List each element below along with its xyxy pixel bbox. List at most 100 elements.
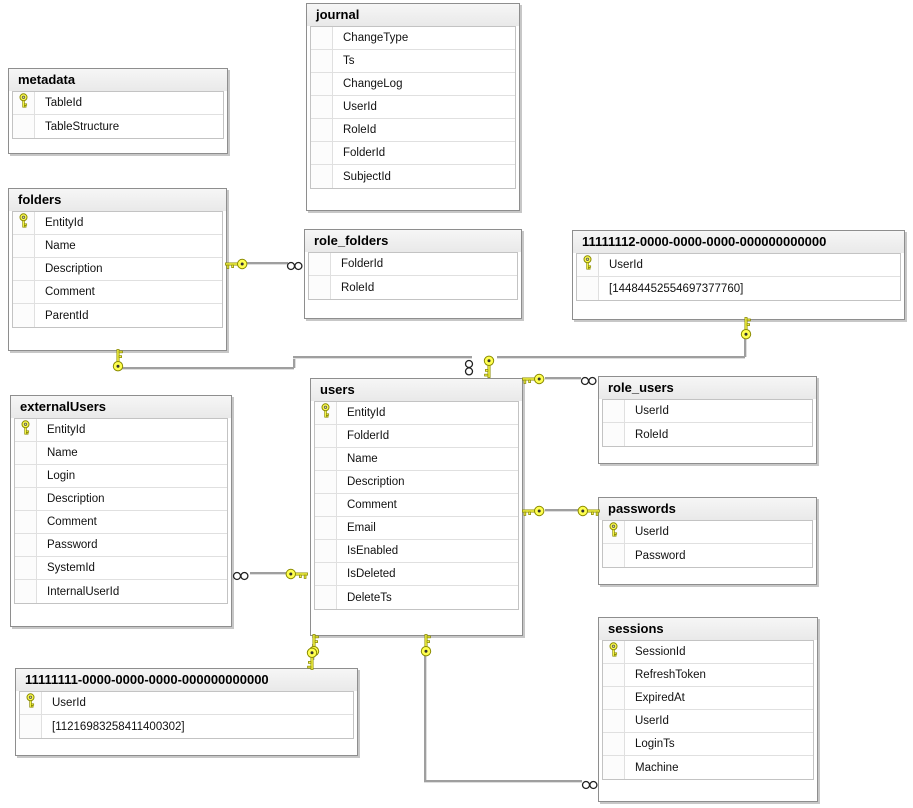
relationship-line-folders-to-users[interactable] (293, 357, 295, 368)
relationship-line-folders-to-users[interactable] (293, 356, 472, 358)
row-key-cell (311, 27, 333, 49)
table-body: UserId[14484452554697377760] (573, 253, 904, 319)
column-name: RoleId (635, 428, 669, 441)
table-row-FolderId[interactable]: FolderId (315, 425, 518, 448)
relationship-line-users-to-passwords[interactable] (545, 509, 579, 511)
column-name: UserId (343, 101, 377, 113)
relationship-line-externalUsers-to-users[interactable] (250, 572, 288, 574)
table-row-Password[interactable]: Password (603, 544, 812, 567)
table-row-ExpiredAt[interactable]: ExpiredAt (603, 687, 813, 710)
table-row-EntityId[interactable]: EntityId (13, 212, 222, 235)
table-header[interactable]: folders (9, 189, 226, 211)
table-row-Comment[interactable]: Comment (315, 494, 518, 517)
primary-key-icon (20, 420, 31, 440)
key-connector-icon (419, 633, 432, 657)
table-row-Comment[interactable]: Comment (13, 281, 222, 304)
table-row-Name[interactable]: Name (315, 448, 518, 471)
table-row-TableStructure[interactable]: TableStructure (13, 115, 223, 138)
table-row-EntityId[interactable]: EntityId (315, 402, 518, 425)
relationship-line-users-to-sessions[interactable] (424, 780, 582, 782)
table-row-FolderId[interactable]: FolderId (309, 253, 517, 276)
table-row-Ts[interactable]: Ts (311, 50, 515, 73)
table-header[interactable]: passwords (599, 498, 816, 520)
column-name: TableStructure (45, 120, 120, 133)
relationship-line-users-to-sessions[interactable] (424, 652, 426, 782)
table-row-FolderId[interactable]: FolderId (311, 142, 515, 165)
table-header[interactable]: 11111112-0000-0000-0000-000000000000 (573, 231, 904, 253)
table-row-Password[interactable]: Password (15, 534, 227, 557)
table-row-ChangeLog[interactable]: ChangeLog (311, 73, 515, 96)
table-header[interactable]: role_folders (305, 230, 521, 252)
table-row-[14484452554697377760][interactable]: [14484452554697377760] (577, 277, 900, 300)
table-header[interactable]: users (311, 379, 522, 401)
table-row-SubjectId[interactable]: SubjectId (311, 165, 515, 188)
table-row-Description[interactable]: Description (15, 488, 227, 511)
table-row-RefreshToken[interactable]: RefreshToken (603, 664, 813, 687)
table-row-Email[interactable]: Email (315, 517, 518, 540)
relationship-line-guid2-to-users[interactable] (744, 337, 746, 357)
table-row-InternalUserId[interactable]: InternalUserId (15, 580, 227, 603)
table-row-IsEnabled[interactable]: IsEnabled (315, 540, 518, 563)
table-row-IsDeleted[interactable]: IsDeleted (315, 563, 518, 586)
table-row-Comment[interactable]: Comment (15, 511, 227, 534)
table-row-RoleId[interactable]: RoleId (603, 423, 812, 446)
table-header[interactable]: metadata (9, 69, 227, 91)
relationship-line-folders-to-role_folders[interactable] (246, 262, 288, 264)
column-name: ChangeType (343, 32, 409, 44)
table-row-LoginTs[interactable]: LoginTs (603, 733, 813, 756)
table-row-[11216983258411400302][interactable]: [11216983258411400302] (20, 715, 353, 738)
table-header[interactable]: 11111111-0000-0000-0000-000000000000 (16, 669, 357, 691)
table-header[interactable]: role_users (599, 377, 816, 399)
table-title: role_folders (314, 233, 389, 248)
table-row-ChangeType[interactable]: ChangeType (311, 27, 515, 50)
table-row-DeleteTs[interactable]: DeleteTs (315, 586, 518, 609)
column-name: SessionId (635, 646, 686, 658)
relationship-line-users-to-role_users[interactable] (545, 377, 581, 379)
relationship-line-folders-to-users[interactable] (117, 367, 294, 369)
table-header[interactable]: sessions (599, 618, 817, 640)
table-row-UserId[interactable]: UserId (603, 521, 812, 544)
row-key-cell (15, 511, 37, 533)
table-row-EntityId[interactable]: EntityId (15, 419, 227, 442)
table-row-Machine[interactable]: Machine (603, 756, 813, 779)
table-row-SystemId[interactable]: SystemId (15, 557, 227, 580)
row-key-cell (577, 254, 599, 276)
table-row-ParentId[interactable]: ParentId (13, 304, 222, 327)
table-row-UserId[interactable]: UserId (603, 400, 812, 423)
table-row-TableId[interactable]: TableId (13, 92, 223, 115)
table-title: users (320, 382, 355, 397)
table-row-UserId[interactable]: UserId (311, 96, 515, 119)
column-name: UserId (635, 526, 669, 538)
relationship-line-guid2-to-users[interactable] (497, 356, 745, 358)
table-row-UserId[interactable]: UserId (577, 254, 900, 277)
table-row-UserId[interactable]: UserId (20, 692, 353, 715)
column-name: Login (47, 470, 76, 482)
row-key-cell (603, 423, 625, 446)
row-key-cell (15, 442, 37, 464)
table-row-RoleId[interactable]: RoleId (311, 119, 515, 142)
table-row-UserId[interactable]: UserId (603, 710, 813, 733)
table-row-Description[interactable]: Description (315, 471, 518, 494)
column-name: Name (45, 240, 76, 252)
column-name: RoleId (341, 281, 375, 294)
table-row-Name[interactable]: Name (13, 235, 222, 258)
column-name: Name (347, 453, 378, 465)
table-header[interactable]: externalUsers (11, 396, 231, 418)
table-row-SessionId[interactable]: SessionId (603, 641, 813, 664)
table-row-Description[interactable]: Description (13, 258, 222, 281)
table-row-RoleId[interactable]: RoleId (309, 276, 517, 299)
table-row-Name[interactable]: Name (15, 442, 227, 465)
table-row-Login[interactable]: Login (15, 465, 227, 488)
table-header[interactable]: journal (307, 4, 519, 26)
